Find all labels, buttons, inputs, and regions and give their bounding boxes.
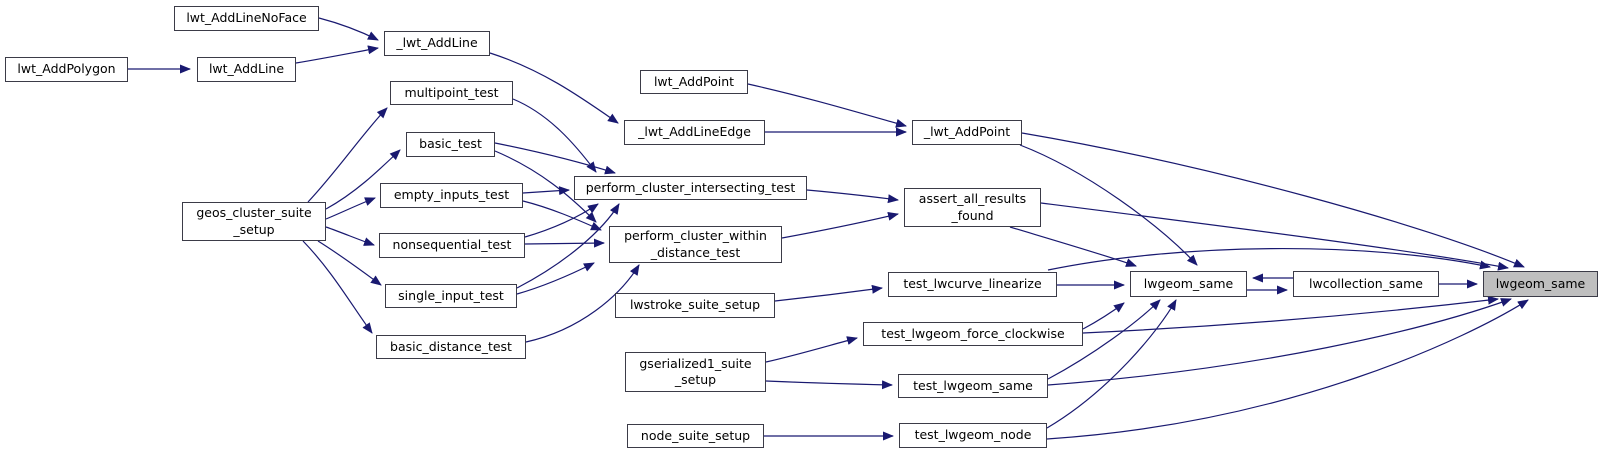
- node-test_lwcurve_linearize[interactable]: test_lwcurve_linearize: [888, 272, 1057, 297]
- edge-nonsequential_test-to-perform_cluster_within_distance_test: [524, 238, 605, 248]
- node-lwstroke_suite_setup[interactable]: lwstroke_suite_setup: [615, 293, 775, 318]
- edge-assert_all_results_found-to-lwgeom_same_target: [1040, 202, 1509, 271]
- edge-gserialized1_suite_setup-to-test_lwgeom_same: [765, 380, 893, 390]
- node-lwgeom_same_target: lwgeom_same: [1483, 271, 1598, 297]
- edge-assert_all_results_found-to-lwgeom_same_caller: [1009, 226, 1137, 267]
- edge-test_lwgeom_node-to-lwgeom_same_caller: [1046, 299, 1177, 429]
- edge-test_lwgeom_same-to-lwgeom_same_target: [1047, 298, 1512, 386]
- node-perform_cluster_intersecting_test[interactable]: perform_cluster_intersecting_test: [574, 176, 807, 200]
- edge-lwt_AddLine-to-_lwt_AddLine: [295, 45, 379, 64]
- edge-perform_cluster_intersecting_test-to-assert_all_results_found: [806, 189, 899, 204]
- node-lwt_AddPolygon[interactable]: lwt_AddPolygon: [5, 57, 128, 82]
- node-test_lwgeom_force_clockwise[interactable]: test_lwgeom_force_clockwise: [863, 322, 1083, 346]
- edge-single_input_test-to-perform_cluster_within_distance_test: [516, 262, 595, 295]
- node-_lwt_AddLine[interactable]: _lwt_AddLine: [384, 31, 490, 56]
- node-lwt_AddLine[interactable]: lwt_AddLine: [197, 57, 296, 82]
- node-lwt_AddPoint[interactable]: lwt_AddPoint: [640, 70, 748, 94]
- edge-geos_cluster_suite_setup-to-empty_inputs_test: [325, 197, 376, 220]
- node-basic_test[interactable]: basic_test: [406, 132, 495, 157]
- node-empty_inputs_test[interactable]: empty_inputs_test: [380, 183, 523, 208]
- edge-multipoint_test-to-perform_cluster_intersecting_test: [512, 98, 597, 173]
- node-geos_cluster_suite_setup[interactable]: geos_cluster_suite _setup: [182, 202, 326, 241]
- edge-geos_cluster_suite_setup-to-nonsequential_test: [325, 226, 375, 246]
- edge-nonsequential_test-to-perform_cluster_intersecting_test: [524, 203, 599, 238]
- edge-basic_test-to-perform_cluster_within_distance_test: [494, 150, 597, 223]
- edge-test_lwgeom_force_clockwise-to-lwgeom_same_target: [1082, 295, 1499, 334]
- node-nonsequential_test[interactable]: nonsequential_test: [379, 233, 525, 258]
- edge-basic_test-to-perform_cluster_intersecting_test: [494, 142, 616, 175]
- node-node_suite_setup[interactable]: node_suite_setup: [627, 424, 764, 448]
- edge-test_lwgeom_node-to-lwgeom_same_target: [1046, 299, 1529, 440]
- node-lwgeom_same_caller[interactable]: lwgeom_same: [1130, 271, 1247, 297]
- edge-lwt_AddPoint-to-_lwt_AddPoint: [747, 83, 907, 128]
- node-single_input_test[interactable]: single_input_test: [385, 284, 517, 308]
- edge-basic_distance_test-to-perform_cluster_within_distance_test: [525, 264, 640, 343]
- edge-perform_cluster_within_distance_test-to-assert_all_results_found: [781, 211, 899, 239]
- node-perform_cluster_within_distance_test[interactable]: perform_cluster_within _distance_test: [609, 226, 782, 263]
- edge-_lwt_AddPoint-to-lwgeom_same_target: [1021, 132, 1525, 268]
- edge-test_lwcurve_linearize-to-lwgeom_same_target: [1047, 248, 1491, 271]
- node-_lwt_AddPoint[interactable]: _lwt_AddPoint: [912, 120, 1022, 145]
- edge-gserialized1_suite_setup-to-test_lwgeom_force_clockwise: [765, 336, 858, 363]
- edge-geos_cluster_suite_setup-to-single_input_test: [317, 240, 382, 286]
- node-multipoint_test[interactable]: multipoint_test: [390, 81, 513, 105]
- edge-empty_inputs_test-to-perform_cluster_intersecting_test: [522, 186, 570, 196]
- node-test_lwgeom_node[interactable]: test_lwgeom_node: [899, 423, 1047, 448]
- node-_lwt_AddLineEdge[interactable]: _lwt_AddLineEdge: [624, 120, 765, 145]
- edge-lwstroke_suite_setup-to-test_lwcurve_linearize: [774, 284, 883, 302]
- edge-_lwt_AddLine-to-_lwt_AddLineEdge: [489, 52, 619, 124]
- edge-test_lwgeom_same-to-lwgeom_same_caller: [1047, 299, 1161, 380]
- edge-geos_cluster_suite_setup-to-basic_test: [325, 149, 401, 210]
- edge-empty_inputs_test-to-perform_cluster_within_distance_test: [522, 200, 602, 231]
- node-lwcollection_same[interactable]: lwcollection_same: [1293, 271, 1439, 297]
- edge-single_input_test-to-perform_cluster_intersecting_test: [516, 203, 620, 289]
- node-assert_all_results_found[interactable]: assert_all_results _found: [904, 188, 1041, 227]
- edge-lwt_AddLineNoFace-to-_lwt_AddLine: [318, 17, 379, 41]
- edge-test_lwgeom_force_clockwise-to-lwgeom_same_caller: [1082, 302, 1125, 330]
- edge-_lwt_AddPoint-to-lwgeom_same_caller: [1019, 144, 1198, 266]
- node-lwt_AddLineNoFace[interactable]: lwt_AddLineNoFace: [174, 6, 319, 31]
- edge-geos_cluster_suite_setup-to-basic_distance_test: [302, 240, 373, 334]
- node-test_lwgeom_same[interactable]: test_lwgeom_same: [898, 374, 1048, 398]
- node-gserialized1_suite_setup[interactable]: gserialized1_suite _setup: [625, 352, 766, 392]
- node-basic_distance_test[interactable]: basic_distance_test: [376, 335, 526, 359]
- edge-geos_cluster_suite_setup-to-multipoint_test: [307, 107, 388, 203]
